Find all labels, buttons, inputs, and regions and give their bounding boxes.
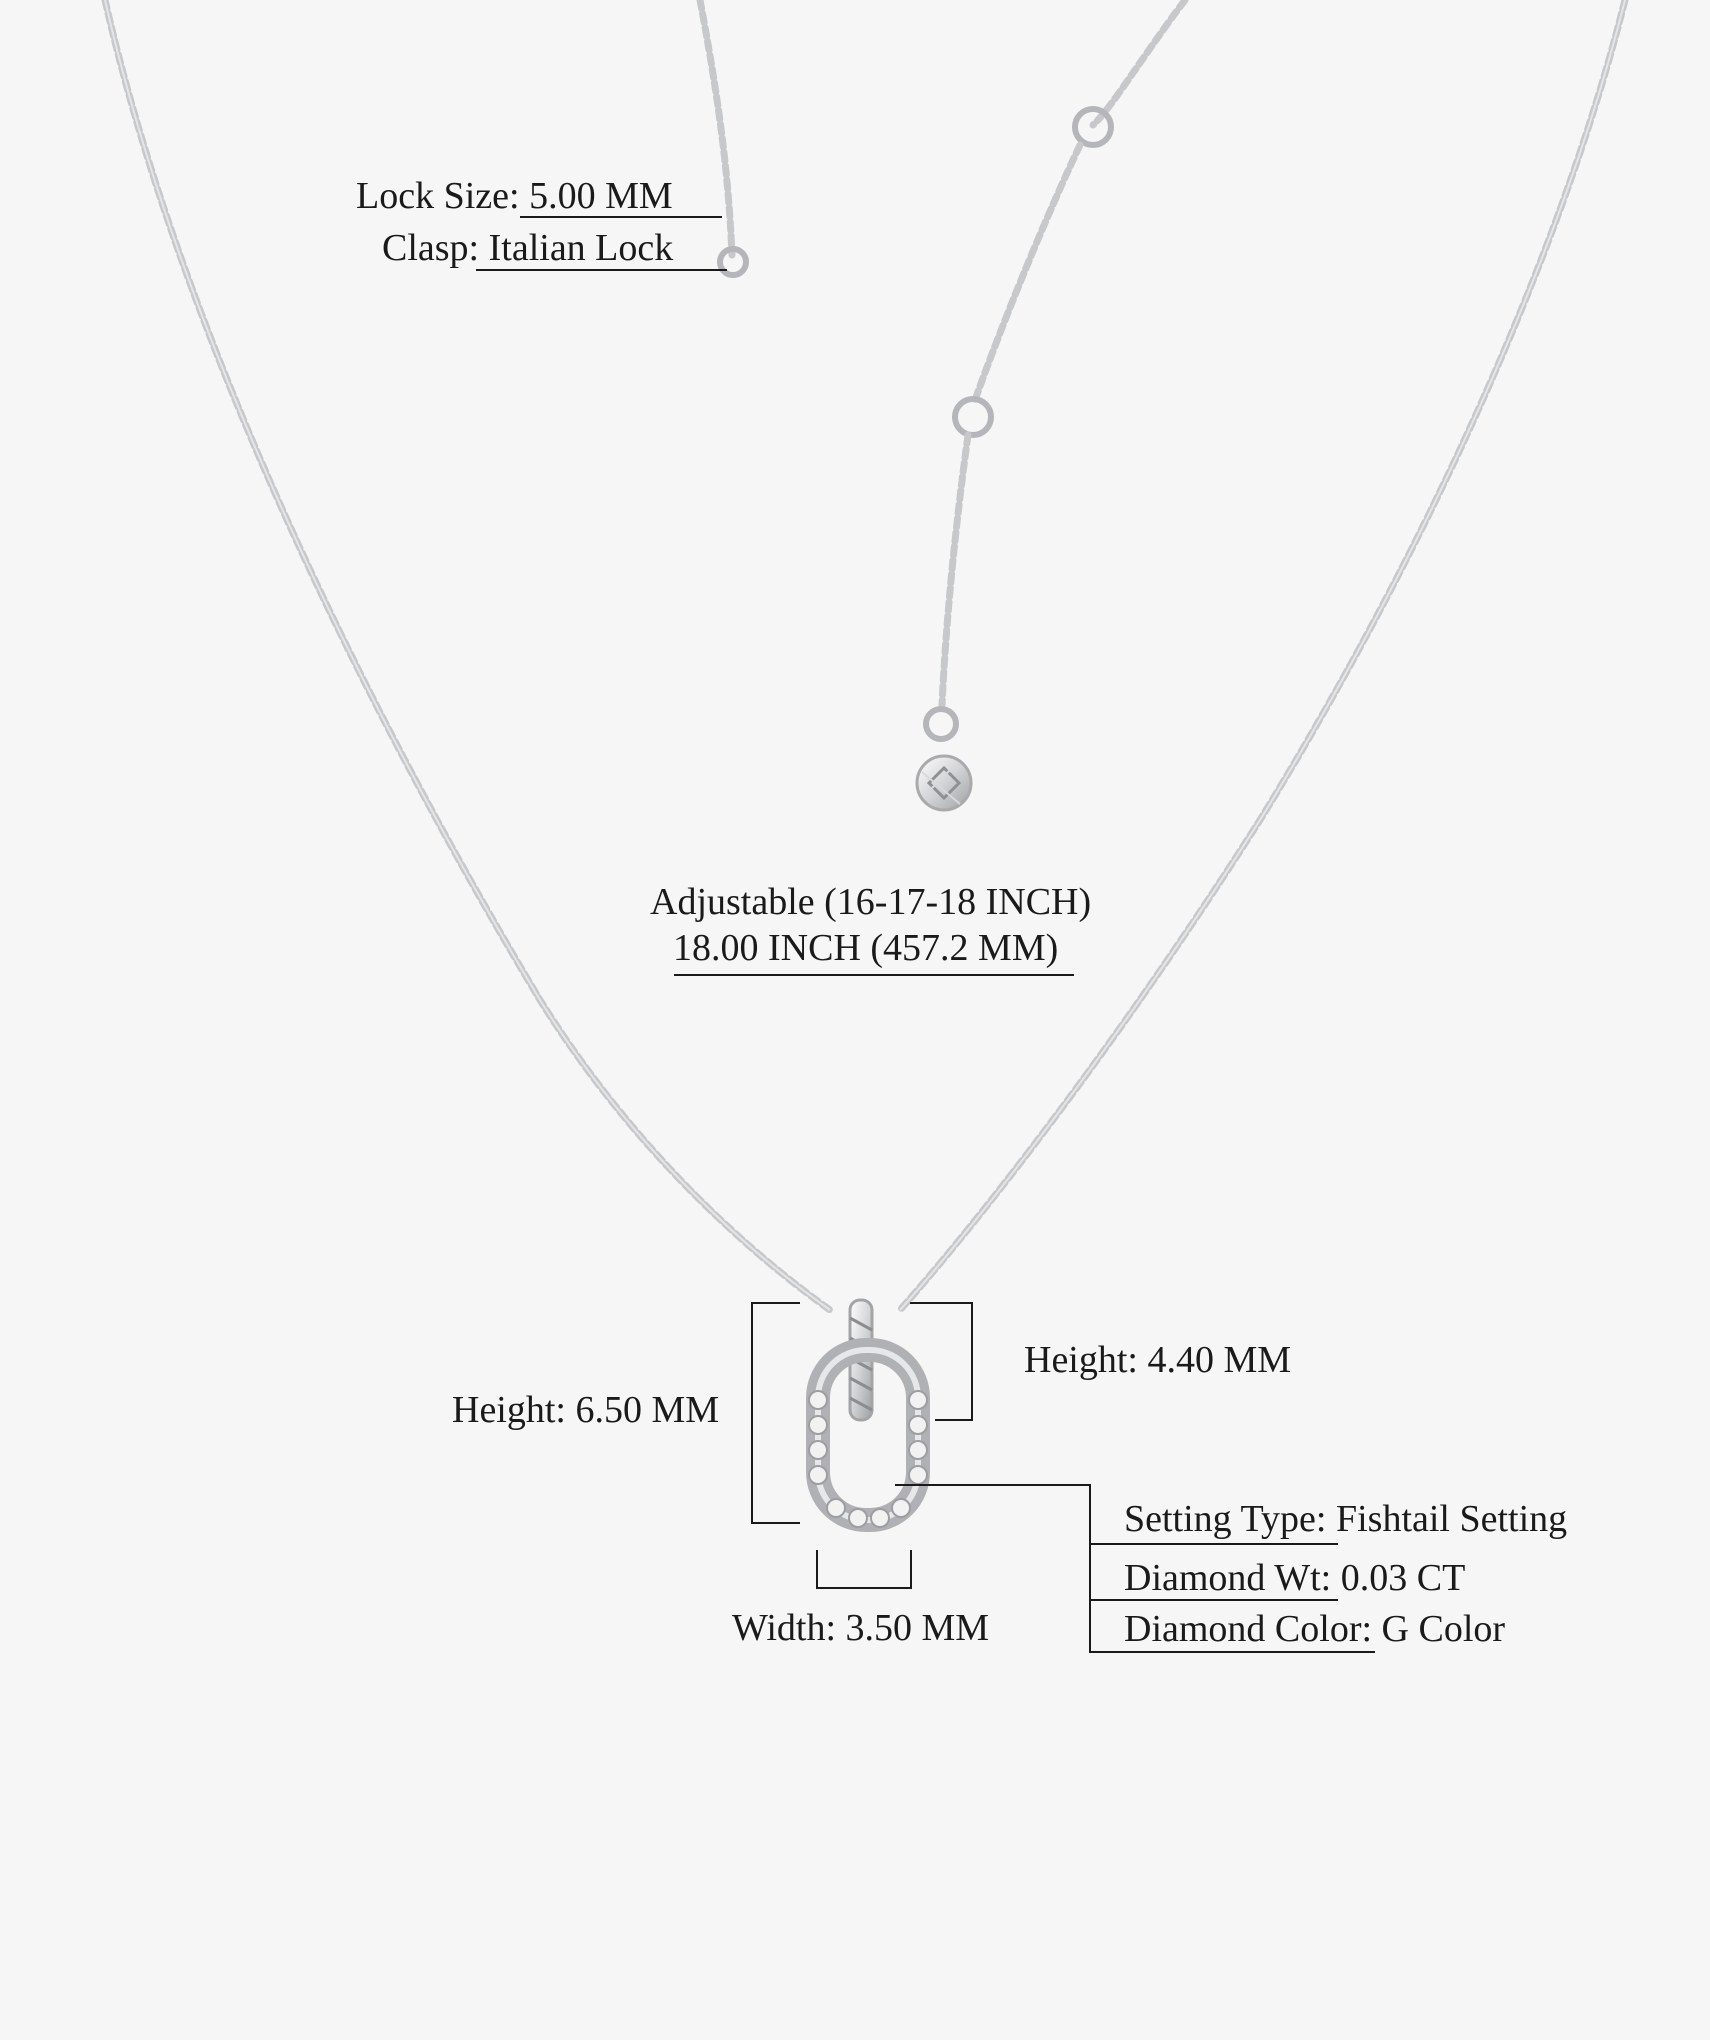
lock-size-label: Lock Size:	[356, 175, 520, 217]
link-height-bracket	[910, 1302, 973, 1421]
diamond-color-spec: Diamond Color: G Color	[1124, 1610, 1505, 1648]
diamond-wt-label: Diamond Wt:	[1124, 1557, 1332, 1599]
setting-type-spec: Setting Type: Fishtail Setting	[1124, 1500, 1567, 1538]
diamond-color-label: Diamond Color:	[1124, 1608, 1373, 1650]
clasp-spec: Clasp: Italian Lock	[382, 229, 673, 267]
lock-size-spec: Lock Size: 5.00 MM	[356, 177, 673, 215]
extension-ring-1	[1072, 106, 1114, 148]
width-bracket	[816, 1550, 912, 1589]
chain-right-strand	[896, 0, 1629, 1314]
extension-ring-3	[923, 706, 959, 742]
setting-type-label: Setting Type:	[1124, 1498, 1327, 1540]
pendant-link	[806, 1338, 930, 1532]
diamond-color-value: G Color	[1381, 1608, 1506, 1650]
width-label: Width: 3.50 MM	[732, 1607, 990, 1649]
link-height-label: Height: 4.40 MM	[1024, 1339, 1292, 1381]
stone-specs-leader	[895, 1484, 1375, 1653]
clasp-label: Clasp:	[382, 227, 480, 269]
extension-ring-2	[952, 396, 994, 438]
lock-size-value: 5.00 MM	[529, 175, 673, 217]
clasp-ring	[717, 246, 749, 278]
chain-length-text: 18.00 INCH (457.2 MM)	[673, 927, 1059, 969]
total-height-bracket	[751, 1302, 800, 1524]
chain-clasp-strand	[696, 0, 736, 259]
chain-adjustable-text: Adjustable (16-17-18 INCH)	[650, 881, 1092, 923]
total-height-label: Height: 6.50 MM	[452, 1389, 720, 1431]
clasp-value: Italian Lock	[488, 227, 674, 269]
drop-charm	[915, 754, 973, 812]
diamond-wt-spec: Diamond Wt: 0.03 CT	[1124, 1559, 1465, 1597]
diamond-wt-value: 0.03 CT	[1340, 1557, 1466, 1599]
setting-type-value: Fishtail Setting	[1335, 1498, 1568, 1540]
chain-extension-strand	[1089, 0, 1189, 129]
